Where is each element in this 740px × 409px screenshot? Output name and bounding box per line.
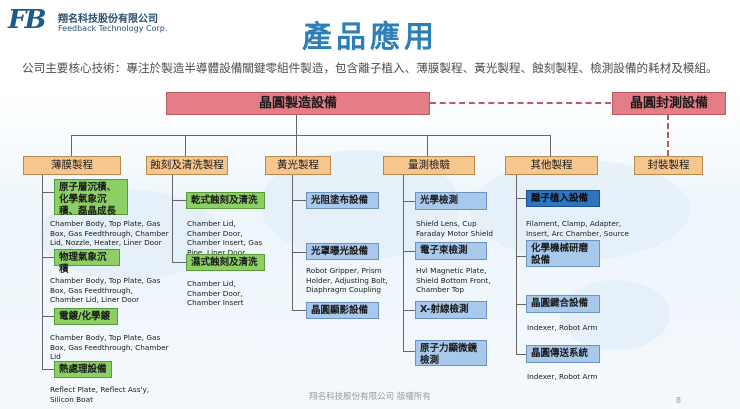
plating-parts-description: Chamber Body, Top Plate, Gas Box, Gas Fe… bbox=[50, 333, 169, 361]
plating-box: 電鍍/化學鍍 bbox=[54, 308, 118, 325]
connector-line bbox=[516, 304, 526, 305]
ion-implant-equipment-box: 離子植入設備 bbox=[526, 190, 600, 207]
company-name-chinese: 翔名科技股份有限公司 bbox=[58, 14, 158, 25]
thermal-parts-description: Reflect Plate, Reflect Ass'y, Silicon Bo… bbox=[50, 385, 150, 404]
category-metrology-inspection: 量測檢驗 bbox=[383, 156, 475, 175]
company-logo-icon: FB bbox=[8, 5, 46, 35]
optical-parts-description: Shield Lens, Cup Faraday Motor Shield bbox=[416, 219, 494, 238]
bonding-parts-description: Indexer, Robot Arm bbox=[527, 323, 598, 332]
wafer-transfer-system-box: 晶圓傳送系統 bbox=[526, 345, 600, 363]
connector-line bbox=[550, 135, 551, 156]
company-name-english: Feedback Technology Corp. bbox=[58, 24, 168, 33]
ebeam-parts-description: Hvl Magnetic Plate, Shield Bottom Front,… bbox=[416, 266, 491, 294]
xray-inspection-box: X-射線檢測 bbox=[415, 301, 487, 319]
connector-line bbox=[516, 354, 526, 355]
connector-line bbox=[172, 174, 173, 262]
wafer-packaging-testing-equipment-node: 晶圓封測設備 bbox=[612, 92, 726, 115]
category-thin-film: 薄膜製程 bbox=[23, 156, 121, 175]
copyright-footer: 翔名科技股份有限公司 版權所有 bbox=[309, 392, 431, 402]
dry-etch-clean-box: 乾式蝕刻及清洗 bbox=[186, 192, 265, 209]
category-packaging: 封裝製程 bbox=[634, 156, 703, 175]
intro-text: 公司主要核心技術：專注於製造半導體設備關鍵零組件製造，包含離子植入、薄膜製程、黃… bbox=[22, 61, 718, 75]
category-etch-clean: 蝕刻及清洗製程 bbox=[146, 156, 228, 175]
wafer-developer-box: 晶圓顯影設備 bbox=[306, 302, 379, 319]
wafer-bonding-box: 晶圓鍵合設備 bbox=[526, 295, 600, 313]
connector-line bbox=[185, 135, 186, 156]
afm-inspection-box: 原子力顯微鏡檢測 bbox=[415, 340, 487, 366]
wafer-manufacturing-equipment-node: 晶圓製造設備 bbox=[166, 92, 430, 115]
connector-line bbox=[292, 310, 306, 311]
cmp-equipment-box: 化學機械研磨設備 bbox=[526, 240, 600, 267]
connector-line bbox=[42, 369, 54, 370]
connector-line bbox=[292, 252, 306, 253]
pvd-box: 物理氣象沉積 bbox=[54, 249, 120, 275]
connector-line bbox=[292, 200, 306, 201]
cvd-ald-epitaxy-box: 原子層沉積、化學氣象沉積、磊晶成長 bbox=[54, 179, 128, 217]
map-continent-shape bbox=[560, 280, 670, 350]
dashed-connector bbox=[667, 114, 669, 156]
ebeam-inspection-box: 電子束檢測 bbox=[415, 242, 487, 260]
wet-etch-parts-description: Chamber Lid, Chamber Door, Chamber Inser… bbox=[187, 279, 244, 307]
photoresist-coater-box: 光阻塗布設備 bbox=[306, 192, 379, 209]
connector-line bbox=[42, 257, 54, 258]
connector-line bbox=[172, 200, 186, 201]
connector-line bbox=[292, 174, 293, 310]
connector-line bbox=[172, 262, 186, 263]
connector-line bbox=[296, 114, 297, 135]
connector-line bbox=[42, 192, 54, 193]
thermal-processing-box: 熱處理設備 bbox=[54, 361, 112, 378]
category-other-processes: 其他製程 bbox=[505, 156, 598, 175]
connector-line bbox=[516, 256, 526, 257]
connector-line bbox=[403, 310, 415, 311]
connector-line bbox=[516, 174, 517, 354]
exposure-parts-description: Robot Gripper, Prism Holder, Adjusting B… bbox=[306, 266, 388, 294]
page-number: 8 bbox=[676, 396, 682, 405]
page-title: 產品應用 bbox=[302, 20, 438, 55]
wet-etch-clean-box: 濕式蝕刻及清洗 bbox=[186, 254, 265, 271]
connector-line bbox=[42, 316, 54, 317]
transfer-parts-description: Indexer, Robot Arm bbox=[527, 372, 598, 381]
category-lithography: 黃光製程 bbox=[265, 156, 331, 175]
connector-line bbox=[516, 198, 526, 199]
dry-etch-parts-description: Chamber Lid, Chamber Door, Chamber Inser… bbox=[187, 219, 263, 257]
connector-line bbox=[403, 351, 415, 352]
cvd-parts-description: Chamber Body, Top Plate, Gas Box, Gas Fe… bbox=[50, 219, 169, 247]
mask-exposure-box: 光罩曝光設備 bbox=[306, 243, 379, 260]
connector-line bbox=[71, 135, 551, 136]
connector-line bbox=[403, 174, 404, 352]
pvd-parts-description: Chamber Body, Top Plate, Gas Box, Gas Fe… bbox=[50, 276, 161, 304]
connector-line bbox=[296, 135, 297, 156]
connector-line bbox=[403, 201, 415, 202]
connector-line bbox=[427, 135, 428, 156]
dashed-connector bbox=[430, 102, 611, 104]
optical-inspection-box: 光學檢測 bbox=[415, 192, 487, 210]
connector-line bbox=[42, 174, 43, 369]
connector-line bbox=[71, 135, 72, 156]
connector-line bbox=[403, 251, 415, 252]
